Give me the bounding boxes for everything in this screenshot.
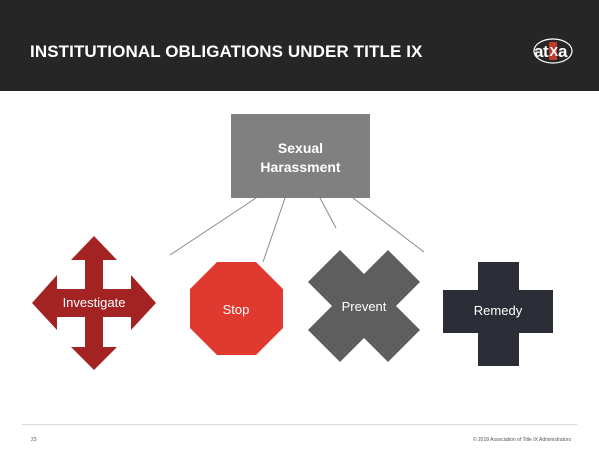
atixa-logo: a t X a	[533, 38, 573, 64]
four-way-arrow-shape	[32, 236, 156, 370]
svg-text:a: a	[558, 42, 568, 61]
remedy-label: Remedy	[473, 303, 523, 318]
prevent-label: Prevent	[341, 299, 387, 314]
connector-lines	[169, 197, 425, 263]
root-label-line2: Harassment	[260, 159, 341, 175]
plus-cross-shape	[443, 262, 553, 366]
svg-text:X: X	[550, 44, 559, 59]
header-bar: INSTITUTIONAL OBLIGATIONS UNDER TITLE IX…	[0, 0, 599, 91]
page-number: 23	[31, 437, 37, 443]
footer-divider	[22, 424, 577, 425]
octagon-shape	[190, 262, 283, 355]
root-node-box	[231, 114, 370, 198]
slide-title: INSTITUTIONAL OBLIGATIONS UNDER TITLE IX	[30, 42, 423, 61]
copyright-text: © 2018 Association of Title IX Administr…	[472, 437, 571, 443]
investigate-label: Investigate	[62, 295, 126, 310]
svg-text:t: t	[543, 42, 549, 61]
x-cross-shape	[308, 250, 420, 362]
svg-text:a: a	[534, 42, 544, 61]
root-node-label: Sexual Harassment	[231, 139, 370, 177]
stop-label: Stop	[222, 302, 250, 317]
root-label-line1: Sexual	[277, 140, 324, 156]
